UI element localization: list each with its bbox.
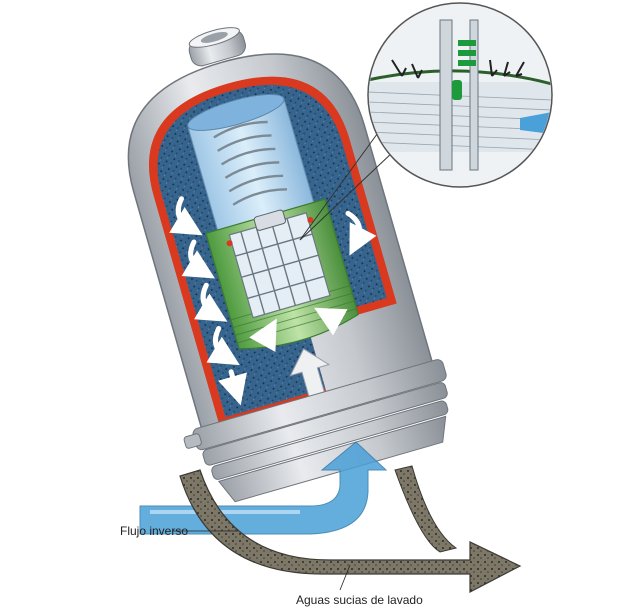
dirty-water-label: Aguas sucias de lavado [296,593,423,607]
backflow-label: Flujo inverso [120,524,188,538]
